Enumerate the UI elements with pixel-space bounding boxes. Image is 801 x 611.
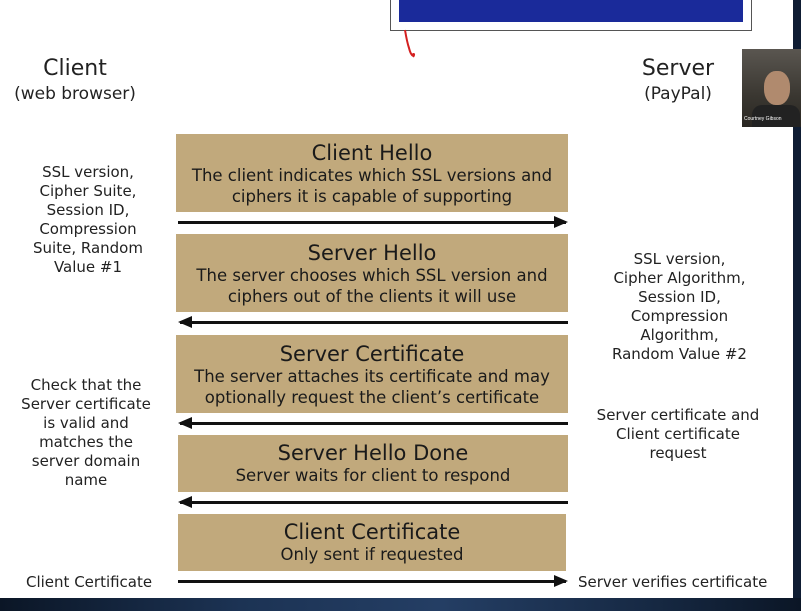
step-description: The client indicates which SSL versions … bbox=[191, 166, 553, 206]
slide-edge-decoration bbox=[793, 0, 801, 611]
arrow-to-server bbox=[178, 575, 568, 587]
arrow-to-client bbox=[178, 496, 568, 508]
pen-annotation bbox=[404, 29, 416, 58]
banner-fill bbox=[399, 0, 743, 22]
participant-body bbox=[752, 105, 800, 127]
participant-name: Courtney Gibson bbox=[744, 116, 782, 122]
server-hello-note: SSL version, Cipher Algorithm, Session I… bbox=[612, 250, 747, 363]
server-cert-note: Server certificate and Client certificat… bbox=[596, 406, 760, 462]
client-heading: Client bbox=[43, 56, 107, 81]
step-title: Client Certificate bbox=[283, 520, 461, 544]
client-subheading: (web browser) bbox=[14, 84, 136, 104]
client-hello-box: Client Hello The client indicates which … bbox=[176, 134, 568, 212]
step-title: Server Certificate bbox=[279, 342, 465, 366]
client-hello-note: SSL version, Cipher Suite, Session ID, C… bbox=[33, 163, 143, 276]
step-description: The server attaches its certificate and … bbox=[194, 367, 550, 407]
server-hello-box: Server Hello The server chooses which SS… bbox=[176, 234, 568, 312]
arrow-to-client bbox=[178, 316, 568, 328]
client-certificate-box: Client Certificate Only sent if requeste… bbox=[178, 514, 566, 571]
participant-video[interactable]: Courtney Gibson bbox=[742, 49, 801, 127]
client-check-note: Check that the Server certificate is val… bbox=[21, 376, 151, 489]
participant-face bbox=[764, 71, 790, 105]
step-title: Server Hello bbox=[307, 241, 437, 265]
arrow-to-server bbox=[178, 216, 568, 228]
step-description: The server chooses which SSL version and… bbox=[196, 266, 548, 306]
step-title: Server Hello Done bbox=[277, 441, 469, 465]
server-heading: Server bbox=[641, 56, 715, 81]
step-title: Client Hello bbox=[311, 141, 433, 165]
server-subheading: (PayPal) bbox=[644, 84, 712, 104]
step-description: Server waits for client to respond bbox=[235, 466, 511, 485]
server-certificate-box: Server Certificate The server attaches i… bbox=[176, 335, 568, 413]
server-hello-done-box: Server Hello Done Server waits for clien… bbox=[178, 435, 568, 492]
top-banner bbox=[390, 0, 752, 31]
arrow-to-client bbox=[178, 417, 568, 429]
server-verifies-note: Server verifies certificate bbox=[578, 573, 768, 591]
slide-bottom-decoration bbox=[0, 598, 801, 611]
step-description: Only sent if requested bbox=[280, 545, 464, 564]
client-certificate-note: Client Certificate bbox=[26, 573, 153, 591]
